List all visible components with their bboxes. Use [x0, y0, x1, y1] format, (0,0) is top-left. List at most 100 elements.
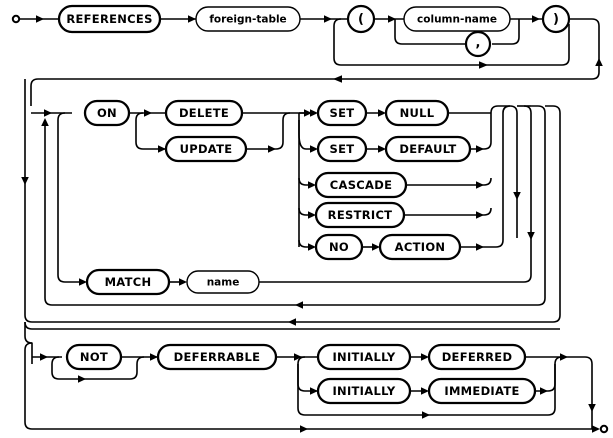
rail-split-to-update — [135, 112, 166, 150]
arrow-head — [308, 243, 316, 251]
rail-restrict-merge — [404, 207, 492, 216]
kw-deferred-label: DEFERRED — [442, 350, 513, 364]
arrow-head — [324, 15, 332, 23]
arrow-head — [421, 387, 429, 395]
arrow-head — [310, 109, 318, 117]
sym-comma-label: , — [476, 36, 481, 51]
rail-to-set2 — [298, 120, 315, 150]
arrow-head — [532, 15, 540, 23]
arrow-head — [476, 211, 484, 219]
sym-lparen-label: ( — [358, 12, 364, 27]
kw-references-label: REFERENCES — [66, 12, 152, 26]
rail-bypass-top-join — [545, 105, 561, 114]
sym-rparen-label: ) — [553, 12, 559, 27]
arrow-head — [372, 243, 380, 251]
arrow-head — [333, 75, 342, 83]
arrow-head — [421, 353, 429, 361]
arrow-head — [150, 353, 158, 361]
rail-action-collector-outer — [490, 105, 518, 238]
arrow-head — [294, 353, 302, 361]
arrow-head — [479, 61, 488, 69]
kw-on-label: ON — [97, 106, 117, 120]
arrow-head — [378, 109, 386, 117]
arrow-head — [144, 109, 152, 117]
kw-initially-1-label: INITIALLY — [332, 350, 395, 364]
rail-to-cascade — [298, 177, 313, 186]
rail-default-merge — [470, 120, 492, 150]
nt-name-label: name — [207, 277, 240, 289]
sym-comma-node[interactable] — [464, 30, 492, 58]
rail-row3-to-end — [568, 356, 593, 422]
arrow-head — [310, 387, 318, 395]
rail-paren-group-bypass — [333, 18, 570, 66]
kw-default-label: DEFAULT — [399, 142, 456, 156]
rail-comma-loop-left — [394, 19, 465, 45]
arrow-head — [540, 387, 548, 395]
arrow-head — [388, 15, 396, 23]
rail-row2-entry-wrap — [30, 78, 333, 106]
arrow-head — [158, 145, 166, 153]
kw-restrict-label: RESTRICT — [328, 208, 393, 222]
rail-split-to-initially2 — [297, 356, 318, 392]
kw-set-1-label: SET — [330, 106, 355, 120]
kw-delete-label: DELETE — [179, 106, 229, 120]
arrow-head — [40, 353, 48, 361]
arrow-head — [308, 211, 316, 219]
rail-action-collector-join — [502, 105, 511, 114]
arrow-head — [300, 425, 308, 433]
rail-row1-to-row2 — [333, 18, 600, 80]
arrow-head — [78, 375, 86, 383]
arrow-head — [378, 145, 386, 153]
rail-row3-bypass — [24, 342, 592, 430]
kw-match-label: MATCH — [105, 275, 152, 289]
rail-match-merge — [259, 105, 532, 283]
kw-not-label: NOT — [80, 350, 108, 364]
arrow-head — [21, 177, 29, 185]
nt-column-name-label: column-name — [417, 14, 497, 26]
rail-action-merge — [460, 113, 504, 248]
rail-immediate-merge — [535, 356, 563, 392]
rail-row3-entry-top — [24, 321, 560, 330]
arrow-head — [476, 243, 484, 251]
arrow-head — [308, 181, 316, 189]
arrow-head — [592, 425, 600, 433]
arrow-head — [513, 192, 521, 200]
arrow-head — [476, 181, 484, 189]
arrow-head — [527, 232, 535, 240]
arrow-head — [79, 278, 87, 286]
kw-deferrable-label: DEFERRABLE — [174, 350, 261, 364]
arrow-head — [422, 411, 430, 419]
arrow-head — [188, 15, 196, 23]
rail-comma-loop-right — [492, 19, 520, 45]
arrow-head — [295, 301, 303, 309]
rail-to-no — [298, 239, 313, 248]
rail-to-match — [57, 112, 84, 283]
kw-no-label: NO — [329, 240, 349, 254]
arrow-head — [44, 109, 52, 117]
end-circle — [599, 424, 609, 434]
arrow-head — [179, 278, 187, 286]
rail-repeat-top-join — [531, 105, 546, 114]
arrow-head — [595, 58, 603, 66]
arrow-head — [588, 404, 596, 412]
arrow-head — [41, 118, 49, 126]
rail-update-merge — [246, 112, 291, 150]
arrow-head — [288, 318, 296, 326]
rail-to-restrict — [298, 207, 313, 216]
nt-foreign-table-label: foreign-table — [209, 14, 286, 26]
rail-cascade-merge — [406, 177, 492, 186]
kw-cascade-label: CASCADE — [330, 178, 392, 192]
kw-update-label: UPDATE — [180, 142, 233, 156]
kw-set-2-label: SET — [330, 142, 355, 156]
rail-not-bypass — [51, 356, 145, 380]
kw-null-label: NULL — [400, 106, 435, 120]
kw-action-label: ACTION — [395, 240, 446, 254]
arrow-head — [560, 353, 568, 361]
kw-immediate-label: IMMEDIATE — [444, 384, 519, 398]
arrow-head — [36, 15, 44, 23]
kw-initially-2-label: INITIALLY — [332, 384, 395, 398]
start-circle — [11, 14, 21, 24]
arrow-head — [268, 145, 276, 153]
arrow-head — [476, 145, 484, 153]
